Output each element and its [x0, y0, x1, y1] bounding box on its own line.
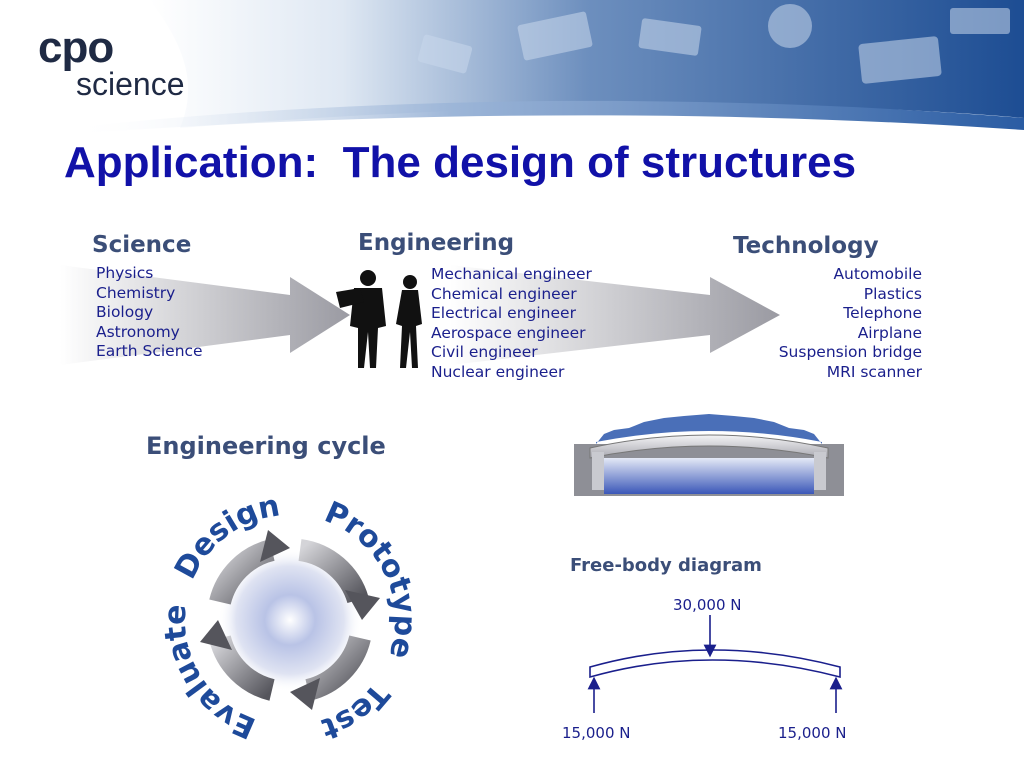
flow-arrows: [60, 265, 780, 365]
list-item: Astronomy: [96, 322, 180, 341]
list-item: Chemistry: [96, 283, 176, 302]
bridge-crowd: [596, 414, 822, 444]
free-body-title: Free-body diagram: [570, 555, 762, 576]
free-body-beam: [589, 649, 841, 679]
free-body-left-force-label: 15,000 N: [562, 724, 631, 742]
cycle-title: Engineering cycle: [146, 432, 386, 460]
logo-science-text: science: [76, 66, 185, 102]
arrow-science-to-engineering: [60, 265, 350, 365]
cycle-arrowhead-design: [345, 590, 380, 620]
cycle-arrow-design: [298, 539, 369, 604]
cpo-science-logo: cpo science: [38, 23, 185, 102]
cycle-arrowhead-prototype: [290, 678, 320, 710]
cycle-arrowhead-evaluate: [260, 530, 290, 562]
engineering-list: Mechanical engineer Chemical engineer El…: [431, 265, 592, 383]
science-list: Physics Chemistry Biology Astronomy Eart…: [96, 264, 203, 362]
list-item: Telephone: [843, 304, 922, 323]
list-item: Electrical engineer: [431, 304, 576, 323]
bridge-illustration: [574, 414, 844, 496]
bridge-right-pier: [814, 452, 826, 490]
technology-list: Automobile Plastics Telephone Airplane S…: [779, 265, 922, 383]
list-item: Biology: [96, 303, 154, 322]
list-item: MRI scanner: [826, 362, 922, 381]
list-item: Aerospace engineer: [431, 323, 586, 342]
list-item: Suspension bridge: [778, 343, 922, 362]
bridge-left-pier: [592, 452, 604, 490]
list-item: Physics: [96, 264, 154, 282]
list-item: Mechanical engineer: [431, 265, 592, 283]
cycle-center-glow: [218, 548, 362, 692]
cycle-arrowhead-test: [200, 620, 232, 650]
free-body-diagram: [587, 615, 843, 713]
bridge-deck: [589, 434, 829, 459]
science-heading: Science: [92, 232, 192, 258]
list-item: Plastics: [863, 284, 922, 303]
list-item: Automobile: [833, 265, 922, 283]
list-item: Nuclear engineer: [431, 362, 565, 381]
free-body-top-force-label: 30,000 N: [673, 596, 742, 614]
logo-cpo-text: cpo: [38, 23, 114, 72]
arrow-engineering-to-technology: [450, 265, 780, 365]
header-banner: [70, 0, 1024, 134]
engineering-heading: Engineering: [358, 230, 515, 256]
engineers-silhouette-icon: [336, 270, 422, 368]
list-item: Airplane: [857, 323, 922, 342]
engineering-cycle-diagram: Evaluate Design Prototype Test: [158, 488, 423, 746]
list-item: Chemical engineer: [431, 284, 577, 303]
bridge-water: [604, 458, 814, 494]
list-item: Earth Science: [96, 342, 203, 361]
list-item: Civil engineer: [431, 343, 538, 362]
technology-heading: Technology: [733, 233, 879, 259]
page-title: Application: The design of structures: [64, 138, 857, 187]
free-body-right-force-label: 15,000 N: [778, 724, 847, 742]
